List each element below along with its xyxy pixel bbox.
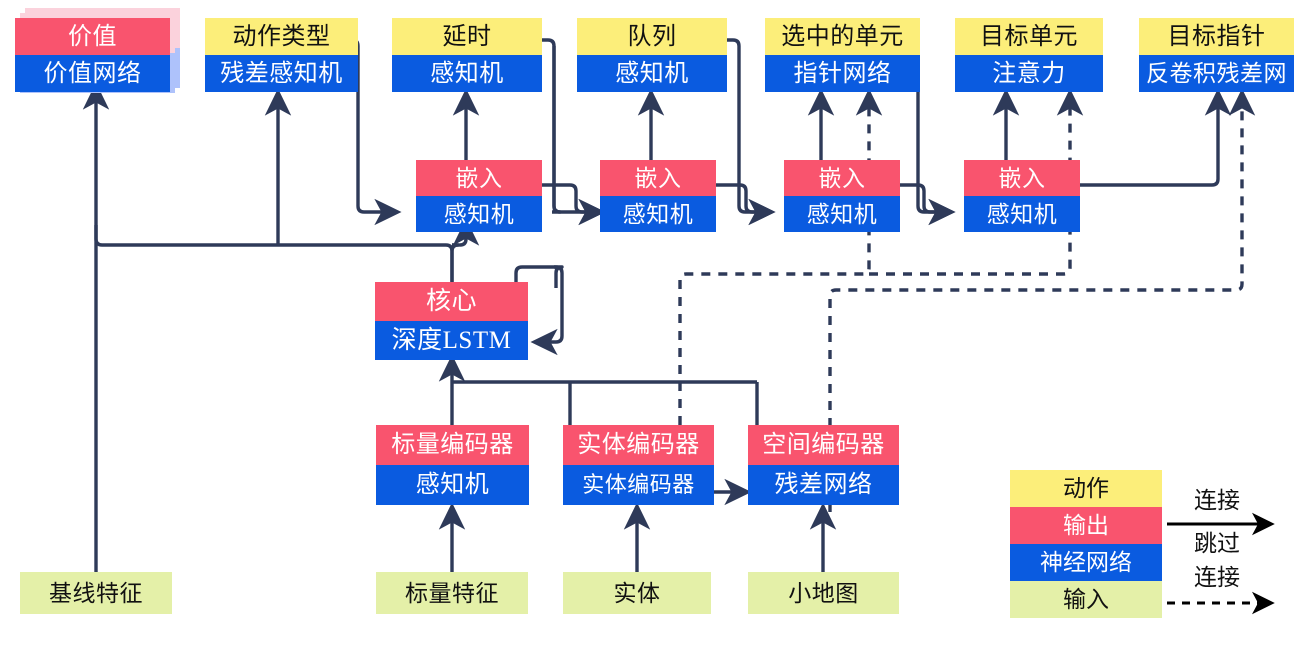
input-baseline-features-label: 基线特征 <box>20 572 172 614</box>
legend-swatch-action: 动作 <box>1010 470 1162 507</box>
embed-1-network: 感知机 <box>416 196 542 232</box>
head-target-point-network: 反卷积残差网 <box>1139 55 1294 92</box>
input-minimap[interactable]: 小地图 <box>748 572 899 614</box>
head-delay-network: 感知机 <box>392 55 542 92</box>
embed-2[interactable]: 嵌入 感知机 <box>600 160 716 232</box>
encoder-scalar[interactable]: 标量编码器 感知机 <box>376 425 529 505</box>
head-action-type-network: 残差感知机 <box>205 55 358 92</box>
legend-skip-label-line2: 连接 <box>1194 565 1240 590</box>
embed-3-network: 感知机 <box>784 196 900 232</box>
head-selected-units-network: 指针网络 <box>765 55 920 92</box>
head-target-unit[interactable]: 目标单元 注意力 <box>955 18 1103 92</box>
head-target-unit-network: 注意力 <box>955 55 1103 92</box>
encoder-entity[interactable]: 实体编码器 实体编码器 <box>563 425 714 505</box>
legend-swatch-output: 输出 <box>1010 507 1162 544</box>
embed-1-output: 嵌入 <box>416 160 542 196</box>
embed-2-output: 嵌入 <box>600 160 716 196</box>
head-target-unit-action: 目标单元 <box>955 18 1103 55</box>
input-baseline-features[interactable]: 基线特征 <box>20 572 172 614</box>
head-action-type-action: 动作类型 <box>205 18 358 55</box>
input-minimap-label: 小地图 <box>748 572 899 614</box>
wire-embed-2-to-embed-3 <box>716 183 776 226</box>
encoder-spatial[interactable]: 空间编码器 残差网络 <box>748 425 899 505</box>
embed-2-network: 感知机 <box>600 196 716 232</box>
core-output-label: 核心 <box>375 282 528 321</box>
embed-4-network: 感知机 <box>964 196 1080 232</box>
wire-core-loop-up <box>554 265 564 288</box>
input-scalar-features-label: 标量特征 <box>376 572 528 614</box>
embed-3-output: 嵌入 <box>784 160 900 196</box>
head-value-network: 价值网络 <box>15 55 170 92</box>
encoder-spatial-output: 空间编码器 <box>748 425 899 465</box>
legend-swatches: 动作 输出 神经网络 输入 <box>1010 470 1162 618</box>
legend-swatch-input: 输入 <box>1010 581 1162 618</box>
wire-queue-to-embed-3 <box>727 38 776 226</box>
embed-1[interactable]: 嵌入 感知机 <box>416 160 542 232</box>
encoder-scalar-network: 感知机 <box>376 465 529 505</box>
wire-core-to-left-bus <box>94 225 454 282</box>
core-module[interactable]: 核心 深度LSTM <box>375 282 528 360</box>
wire-embed-4-to-target-point <box>1080 88 1232 187</box>
encoder-entity-network: 实体编码器 <box>563 465 714 505</box>
head-action-type[interactable]: 动作类型 残差感知机 <box>205 18 358 92</box>
legend-skip-label-line1: 跳过 <box>1194 531 1240 556</box>
wire-delay-to-embed-2-a <box>542 38 562 214</box>
head-delay-action: 延时 <box>392 18 542 55</box>
embed-4[interactable]: 嵌入 感知机 <box>964 160 1080 232</box>
embed-3[interactable]: 嵌入 感知机 <box>784 160 900 232</box>
head-target-point[interactable]: 目标指针 反卷积残差网 <box>1139 18 1294 92</box>
input-entities[interactable]: 实体 <box>563 572 711 614</box>
encoder-scalar-output: 标量编码器 <box>376 425 529 465</box>
legend-connection-label: 连接 <box>1194 488 1240 513</box>
embed-4-output: 嵌入 <box>964 160 1080 196</box>
head-queue-network: 感知机 <box>577 55 727 92</box>
head-queue[interactable]: 队列 感知机 <box>577 18 727 92</box>
head-value[interactable]: 价值 价值网络 <box>15 18 170 92</box>
head-selected-units-action: 选中的单元 <box>765 18 920 55</box>
wire-embed-3-to-embed-4 <box>900 183 956 226</box>
wire-core-bus-stub <box>450 243 460 282</box>
input-scalar-features[interactable]: 标量特征 <box>376 572 528 614</box>
head-delay[interactable]: 延时 感知机 <box>392 18 542 92</box>
wire-embed-1-to-embed-2 <box>542 183 606 226</box>
encoder-spatial-network: 残差网络 <box>748 465 899 505</box>
legend-swatch-network: 神经网络 <box>1010 544 1162 581</box>
encoder-entity-output: 实体编码器 <box>563 425 714 465</box>
skip-entity-encoder-to-selected-units <box>678 88 883 425</box>
head-target-point-action: 目标指针 <box>1139 18 1294 55</box>
head-queue-action: 队列 <box>577 18 727 55</box>
head-value-action: 价值 <box>15 18 170 55</box>
head-selected-units[interactable]: 选中的单元 指针网络 <box>765 18 920 92</box>
core-network-label: 深度LSTM <box>375 321 528 360</box>
input-entities-label: 实体 <box>563 572 711 614</box>
